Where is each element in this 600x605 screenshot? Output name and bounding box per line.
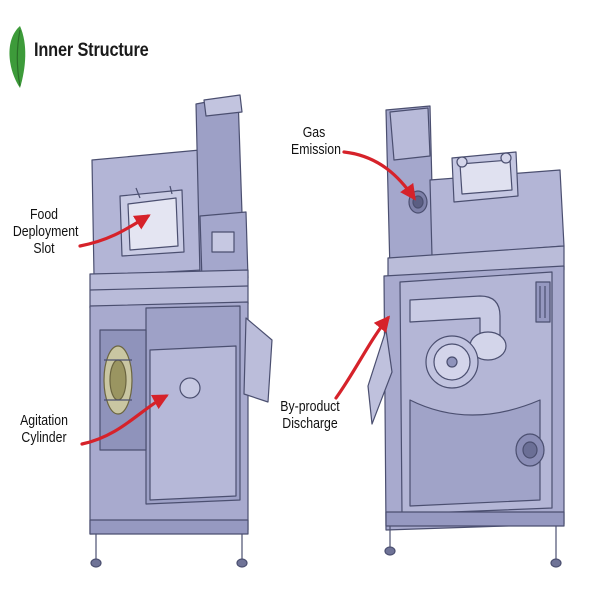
label-byproduct-discharge: By-product Discharge bbox=[280, 398, 340, 432]
arrow-agitation bbox=[80, 394, 169, 446]
right-drum bbox=[409, 335, 541, 507]
label-agitation-cylinder: Agitation Cylinder bbox=[20, 412, 68, 446]
right-motor bbox=[515, 433, 545, 467]
arrow-food-slot bbox=[78, 214, 151, 248]
food-deployment-slot bbox=[119, 185, 185, 257]
leaf-icon bbox=[9, 26, 26, 88]
arrow-gas bbox=[342, 150, 416, 201]
left-machine bbox=[89, 94, 273, 568]
byproduct-chute bbox=[367, 329, 393, 425]
arrow-byproduct bbox=[334, 315, 391, 400]
label-gas-emission: Gas Emission bbox=[291, 124, 341, 158]
left-chute bbox=[243, 317, 273, 403]
right-machine bbox=[367, 105, 565, 568]
page-title: Inner Structure bbox=[34, 40, 149, 61]
pointer-arrows bbox=[78, 150, 416, 446]
agitation-cylinder bbox=[99, 329, 147, 451]
label-food-deployment-slot: Food Deployment Slot bbox=[12, 206, 79, 257]
